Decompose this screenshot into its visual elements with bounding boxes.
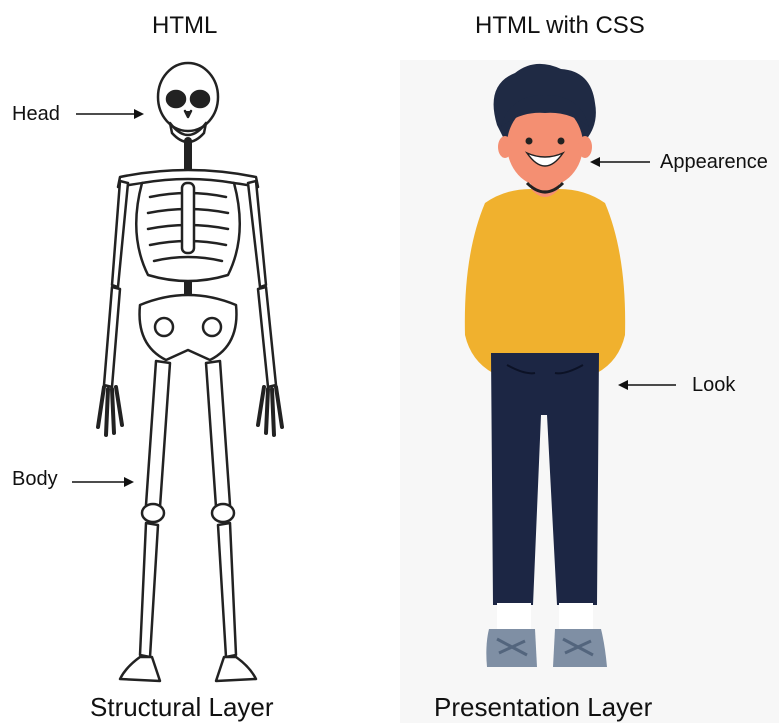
right-title: HTML with CSS [475,12,645,40]
head-arrow-icon [76,108,146,120]
right-caption: Presentation Layer [434,692,652,723]
head-label: Head [12,103,60,126]
appearance-label: Appearence [660,151,768,174]
look-arrow-icon [618,379,678,391]
skeleton-illustration [90,55,290,695]
person-illustration [445,55,645,695]
appearance-arrow-icon [590,156,650,168]
left-caption: Structural Layer [90,692,274,723]
left-title: HTML [152,12,217,40]
look-label: Look [692,374,735,397]
body-label: Body [12,468,58,491]
body-arrow-icon [72,476,142,488]
